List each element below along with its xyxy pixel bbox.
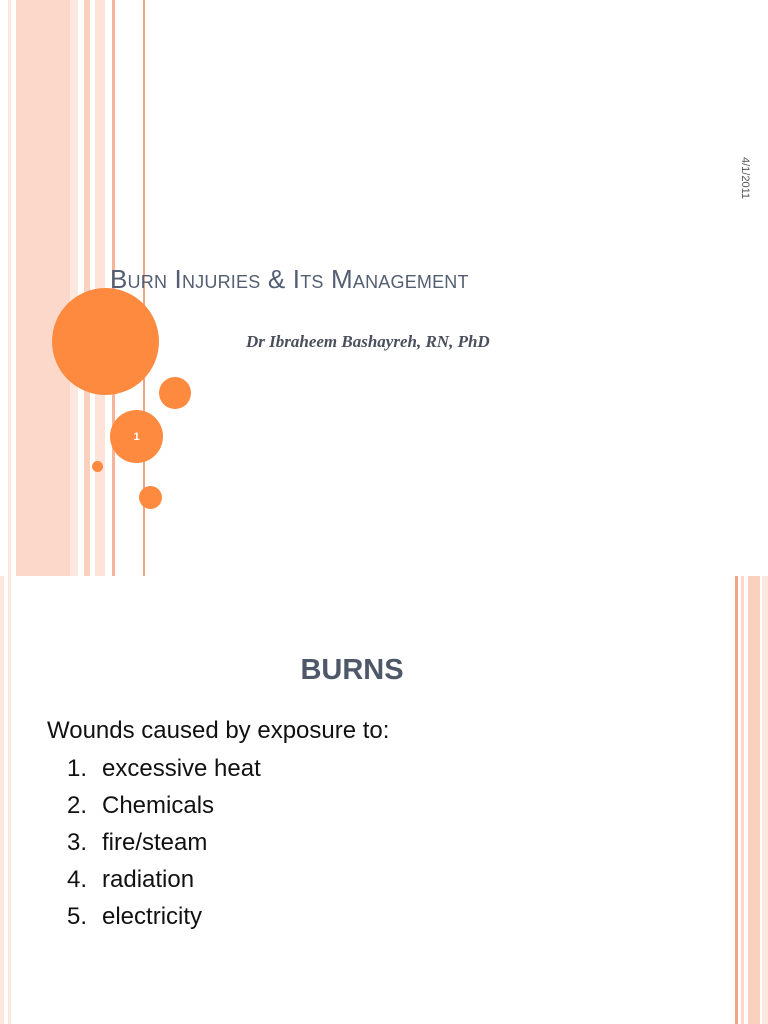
- list-text: Chemicals: [102, 792, 215, 819]
- decorative-stripe: [741, 576, 744, 1024]
- cause-list: 1. excessive heat 2. Chemicals 3. fire/stea…: [67, 754, 261, 939]
- list-item: 2. Chemicals: [67, 791, 261, 828]
- list-number: 2.: [67, 792, 88, 819]
- list-item: 5. electricity: [67, 902, 261, 939]
- list-item: 4. radiation: [67, 865, 261, 902]
- slide-subtitle: Dr Ibraheem Bashayreh, RN, PhD: [246, 332, 490, 351]
- decorative-stripe: [143, 0, 145, 576]
- slide-date: 4/1/2011: [739, 156, 751, 200]
- list-number: 1.: [67, 755, 88, 782]
- slide-number-badge: 1: [110, 410, 163, 463]
- decorative-stripe: [8, 0, 11, 576]
- list-text: fire/steam: [102, 829, 208, 856]
- decorative-stripe: [748, 576, 760, 1024]
- list-item: 3. fire/steam: [67, 828, 261, 865]
- list-number: 5.: [67, 903, 88, 930]
- list-number: 3.: [67, 829, 88, 856]
- decorative-stripe: [70, 0, 78, 576]
- decorative-circle-dot: [92, 461, 103, 472]
- list-number: 4.: [67, 866, 88, 893]
- list-text: electricity: [102, 903, 203, 930]
- slide-title: Burn Injuries & Its Management: [110, 264, 469, 294]
- list-text: radiation: [102, 866, 195, 893]
- title-slide: 4/1/2011 1 Burn Injuries & Its Managemen…: [8, 0, 751, 576]
- decorative-stripe: [735, 576, 738, 1024]
- slide-number: 1: [133, 430, 140, 443]
- list-item: 1. excessive heat: [67, 754, 261, 791]
- slide-heading: BURNS: [300, 654, 404, 686]
- content-slide: BURNS Wounds caused by exposure to: 1. ex…: [0, 576, 768, 1024]
- decorative-circle-medium: [159, 377, 191, 409]
- decorative-stripe: [84, 0, 90, 576]
- list-text: excessive heat: [102, 755, 261, 782]
- decorative-stripe: [762, 576, 768, 1024]
- decorative-stripe: [16, 0, 70, 576]
- decorative-stripe: [0, 576, 4, 1024]
- decorative-stripe: [8, 576, 11, 1024]
- intro-text: Wounds caused by exposure to:: [47, 717, 390, 744]
- decorative-circle-large: [52, 288, 159, 395]
- decorative-circle-small: [139, 486, 162, 509]
